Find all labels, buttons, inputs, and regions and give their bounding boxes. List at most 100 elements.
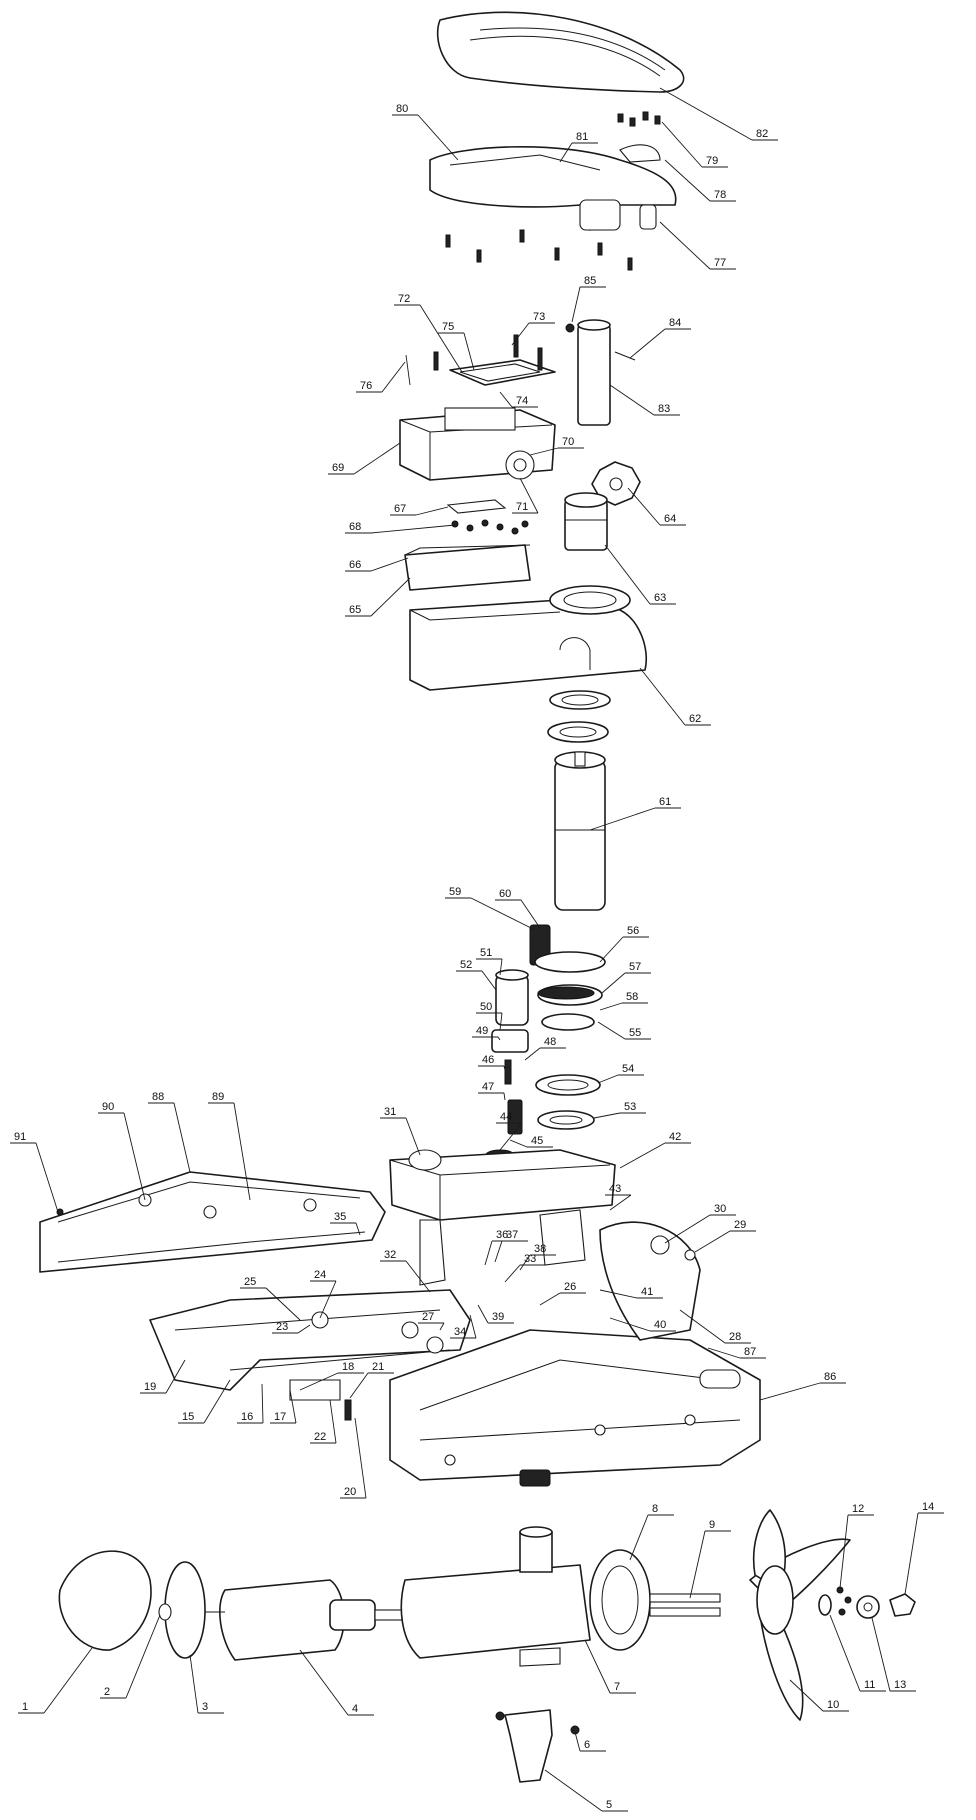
callout-88: 88 xyxy=(148,1091,191,1173)
callout-23: 23 xyxy=(272,1321,311,1334)
callout-leader-line xyxy=(484,1240,493,1266)
callout-number: 86 xyxy=(824,1371,836,1383)
callout-68: 68 xyxy=(345,521,456,534)
callout-number: 15 xyxy=(182,1411,194,1423)
callout-leader-line xyxy=(519,1254,531,1271)
callout-leader-line xyxy=(353,442,401,475)
callout-leader-line xyxy=(470,897,536,931)
callout-48: 48 xyxy=(524,1036,566,1061)
callout-30: 30 xyxy=(664,1203,736,1244)
callout-leader-line xyxy=(609,1317,651,1332)
callout-number: 56 xyxy=(627,925,639,937)
callout-leader-line xyxy=(529,447,559,456)
callout-number: 62 xyxy=(689,713,701,725)
callout-number: 35 xyxy=(334,1211,346,1223)
shaft-tube xyxy=(565,319,636,426)
housing-screws xyxy=(445,229,633,271)
callout-18: 18 xyxy=(299,1361,364,1391)
callout-79: 79 xyxy=(661,121,728,168)
callout-number: 75 xyxy=(442,321,454,333)
callout-75: 75 xyxy=(438,321,475,371)
callout-69: 69 xyxy=(328,442,401,475)
skeg-fin xyxy=(495,1709,580,1783)
callout-74: 74 xyxy=(499,391,538,408)
cover-screws xyxy=(617,111,661,127)
callout-13: 13 xyxy=(871,1617,916,1692)
bearing-rings xyxy=(535,1074,601,1130)
callout-82: 82 xyxy=(659,87,778,141)
callout-62: 62 xyxy=(639,667,711,726)
callout-number: 61 xyxy=(659,796,671,808)
callout-leader-line xyxy=(601,972,626,994)
callout-leader-line xyxy=(829,1614,861,1692)
callout-number: 88 xyxy=(152,1091,164,1103)
callout-number: 14 xyxy=(922,1501,934,1513)
callout-80: 80 xyxy=(392,103,459,161)
callout-10: 10 xyxy=(789,1679,849,1712)
callout-43: 43 xyxy=(605,1183,632,1211)
callout-number: 30 xyxy=(714,1203,726,1215)
callout-leader-line xyxy=(439,1322,445,1331)
callout-leader-line xyxy=(499,1012,503,1031)
callout-number: 74 xyxy=(516,395,528,407)
callout-59: 59 xyxy=(445,886,536,931)
main-frame xyxy=(389,1149,616,1286)
callout-7: 7 xyxy=(584,1639,636,1694)
callout-number: 53 xyxy=(624,1101,636,1113)
callout-leader-line xyxy=(604,544,651,605)
callout-73: 73 xyxy=(511,311,555,346)
callout-33: 33 xyxy=(504,1253,546,1283)
callout-number: 8 xyxy=(652,1503,658,1515)
callout-42: 42 xyxy=(619,1131,691,1169)
callout-71: 71 xyxy=(512,477,539,514)
callout-leader-line xyxy=(664,159,711,202)
callout-leader-line xyxy=(707,1347,741,1359)
callout-number: 69 xyxy=(332,462,344,474)
callout-number: 67 xyxy=(394,503,406,515)
callout-66: 66 xyxy=(345,557,409,572)
callout-leader-line xyxy=(265,1287,301,1321)
callout-number: 46 xyxy=(482,1054,494,1066)
callout-number: 81 xyxy=(576,131,588,143)
callout-number: 77 xyxy=(714,257,726,269)
callout-leader-line xyxy=(511,322,530,346)
callout-number: 12 xyxy=(852,1503,864,1515)
callout-number: 39 xyxy=(492,1311,504,1323)
callout-leader-line xyxy=(871,1617,891,1692)
callout-22: 22 xyxy=(310,1399,337,1444)
callout-5: 5 xyxy=(544,1769,628,1812)
callout-leader-line xyxy=(839,1514,849,1589)
callout-24: 24 xyxy=(310,1269,337,1319)
callout-leader-line xyxy=(43,1647,93,1714)
callout-number: 25 xyxy=(244,1276,256,1288)
tilt-lever xyxy=(599,1221,701,1341)
callout-number: 55 xyxy=(629,1027,641,1039)
callout-number: 63 xyxy=(654,592,666,604)
callout-leader-line xyxy=(299,1649,349,1716)
callout-leader-line xyxy=(609,1194,632,1211)
callout-40: 40 xyxy=(609,1317,676,1332)
callout-27: 27 xyxy=(418,1311,445,1331)
callout-leader-line xyxy=(593,1112,621,1119)
callout-49: 49 xyxy=(472,1025,501,1041)
callout-number: 22 xyxy=(314,1431,326,1443)
callout-12: 12 xyxy=(839,1503,874,1589)
callout-45: 45 xyxy=(509,1135,553,1148)
callout-number: 26 xyxy=(564,1281,576,1293)
drive-motor xyxy=(205,1579,436,1661)
callout-number: 58 xyxy=(626,991,638,1003)
callout-91: 91 xyxy=(10,1131,59,1213)
callout-number: 34 xyxy=(454,1326,466,1338)
callout-25: 25 xyxy=(240,1276,301,1321)
callout-number: 50 xyxy=(480,1001,492,1013)
callout-leader-line xyxy=(689,1530,706,1599)
callout-number: 49 xyxy=(476,1025,488,1037)
callout-number: 64 xyxy=(664,513,676,525)
callout-leader-line xyxy=(125,1614,161,1699)
callout-29: 29 xyxy=(694,1219,756,1253)
callout-leader-line xyxy=(503,1065,506,1071)
callout-leader-line xyxy=(419,304,463,373)
lower-bracket xyxy=(149,1289,471,1421)
callout-35: 35 xyxy=(330,1211,361,1236)
callout-53: 53 xyxy=(593,1101,646,1119)
